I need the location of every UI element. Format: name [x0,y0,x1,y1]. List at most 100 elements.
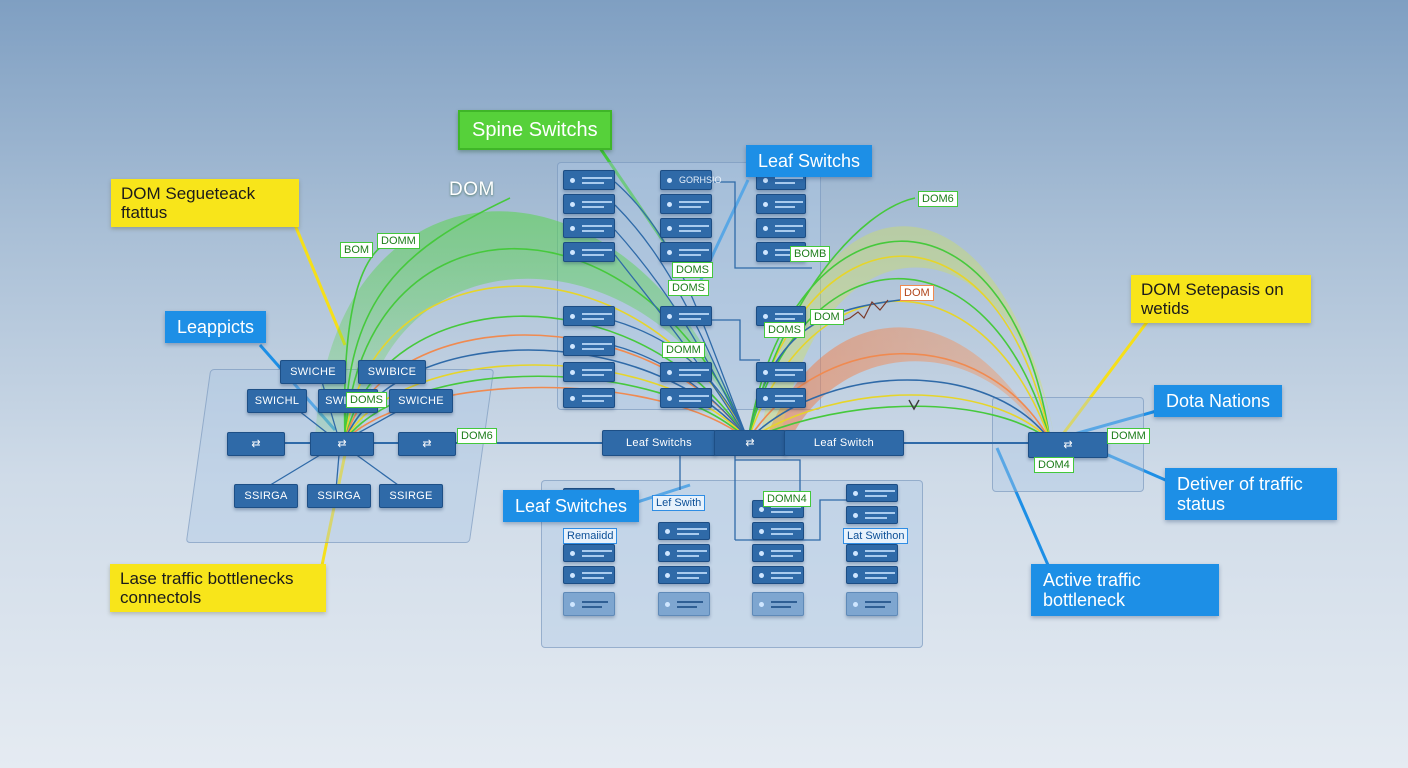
device-label: SSIRGA [244,489,288,502]
spine-rack-e2[interactable] [660,362,712,382]
bars-icon [582,312,612,320]
bars-icon [582,224,612,232]
bottom-rack-a5[interactable] [563,592,615,616]
dom-tag: DOM [900,285,934,302]
bars-icon [775,248,803,256]
status-led-icon [570,343,575,349]
bars-icon [582,200,612,208]
bottom-rack-d2[interactable] [846,506,898,524]
bottom-rack-c4[interactable] [752,566,804,584]
spine-rack-d3[interactable] [563,362,615,382]
spine-rack-a1[interactable] [563,170,615,190]
spine-rack-f2[interactable] [756,362,806,382]
left-switch-top[interactable]: SWICHE [280,360,346,384]
status-led-icon [759,572,764,578]
callout-text: Leaf Switches [515,496,628,516]
yellow-arc-fill [760,226,1055,440]
left-switch-r2c[interactable]: SWICHE [389,389,453,413]
bottom-rack-c5[interactable] [752,592,804,616]
spine-rack-d2[interactable] [563,336,615,356]
left-switch-arrow-b[interactable]: ⇄ [398,432,456,456]
status-led-icon [570,550,575,556]
spine-rack-f1[interactable] [756,306,806,326]
bars-icon [582,342,612,350]
dom-tag: DOM4 [1034,457,1074,474]
callout-text: Dota Nations [1166,391,1271,411]
left-core-switch[interactable]: ⇄ [310,432,374,456]
swap-arrows-icon: ⇄ [337,437,347,450]
bars-icon [679,200,709,208]
bottom-rack-b5[interactable] [658,592,710,616]
spine-rack-d1[interactable] [563,306,615,326]
bars-icon [771,571,801,579]
spine-rack-a2[interactable] [563,194,615,214]
bottom-rack-a4[interactable] [563,566,615,584]
bottom-rack-b2[interactable] [658,522,710,540]
leaf-switch-center-left[interactable]: Leaf Switchs [602,430,716,456]
dom-tag: BOM [340,242,374,259]
bars-icon [679,312,709,320]
spine-rack-d4[interactable] [563,388,615,408]
spine-rack-b3[interactable] [660,218,712,238]
spine-rack-c2[interactable] [756,194,806,214]
spine-rack-b1[interactable]: GORHSIO [660,170,722,190]
lef-switch-tag: Lef Swith [652,495,706,512]
swap-arrows-icon: ⇄ [422,437,432,450]
bars-icon [582,176,612,184]
bottom-rack-b3[interactable] [658,544,710,562]
dota-nations-callout: Dota Nations [1154,385,1283,418]
callout-text-line: DOM Setepasis on [1141,280,1284,299]
right-leaf-switch[interactable]: ⇄ [1028,432,1108,458]
bottom-rack-c3[interactable] [752,544,804,562]
status-led-icon [853,490,858,496]
dom-tag: DOMM [662,342,705,359]
status-led-icon [570,369,575,375]
callout-text-line: Lase traffic bottlenecks [120,569,294,588]
bars-icon [775,394,803,402]
left-switch-arrow-a[interactable]: ⇄ [227,432,285,456]
status-led-icon [853,550,858,556]
status-led-icon [759,550,764,556]
status-led-icon [570,201,575,207]
bars-icon [865,571,895,579]
bars-icon [582,394,612,402]
spine-rack-e1[interactable] [660,306,712,326]
left-switch-b1[interactable]: SSIRGA [234,484,298,508]
green-arc-fill [315,211,748,440]
device-label: Leaf Switch [813,436,875,449]
bottom-rack-c2[interactable] [752,522,804,540]
leaf-switch-center-hub[interactable]: ⇄ [714,430,786,456]
bottom-rack-d4[interactable] [846,566,898,584]
left-switch-b3[interactable]: SSIRGE [379,484,443,508]
device-label: SWICHL [254,394,300,407]
bottom-rack-d3[interactable] [846,544,898,562]
callout-text: Leappicts [177,317,255,337]
callout-text-line: Detiver of traffic [1177,474,1303,494]
leaf-switch-center-right[interactable]: Leaf Switch [784,430,904,456]
bottom-rack-a3[interactable] [563,544,615,562]
status-led-icon [570,177,575,183]
bottom-rack-d5[interactable] [846,592,898,616]
status-led-icon [667,369,672,375]
bars-icon [679,394,709,402]
left-switch-b2[interactable]: SSIRGA [307,484,371,508]
status-led-icon [763,369,768,375]
bottom-rack-d1[interactable] [846,484,898,502]
left-switch-r2a[interactable]: SWICHL [247,389,307,413]
spine-rack-a4[interactable] [563,242,615,262]
bottom-rack-b4[interactable] [658,566,710,584]
bars-icon [582,549,612,557]
spine-rack-a3[interactable] [563,218,615,238]
status-led-icon [667,177,672,183]
spine-rack-b2[interactable] [660,194,712,214]
swap-arrows-icon: ⇄ [251,437,261,450]
spine-rack-e3[interactable] [660,388,712,408]
spine-rack-f3[interactable] [756,388,806,408]
orange-arc-fill [765,327,1045,440]
spine-rack-b4[interactable] [660,242,712,262]
device-label: Leaf Switchs [626,436,692,449]
spine-rack-c3[interactable] [756,218,806,238]
swap-arrows-icon: ⇄ [1063,438,1073,451]
status-led-icon [763,177,768,183]
left-switch-top-2[interactable]: SWIBICE [358,360,426,384]
